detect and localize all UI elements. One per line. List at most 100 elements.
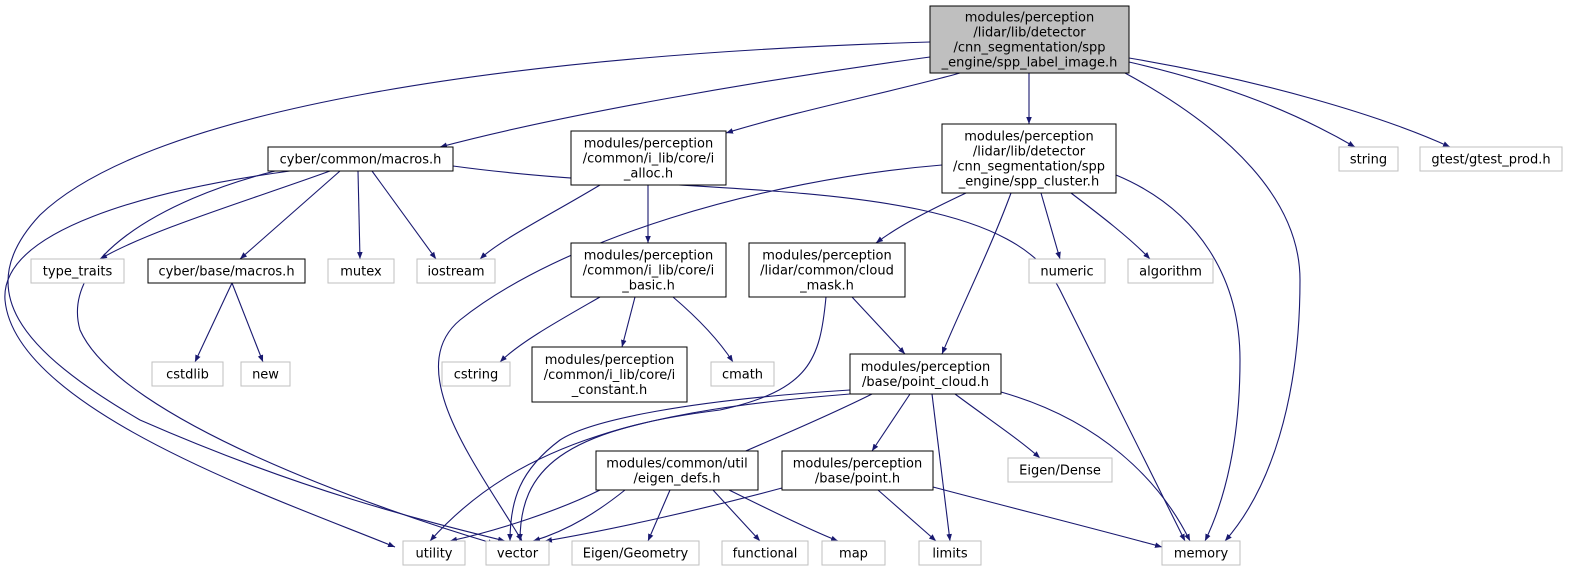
node-label-line: /common/i_lib/core/i — [544, 368, 676, 383]
node-box — [1028, 258, 1106, 284]
node-box — [570, 130, 727, 186]
node-box — [1127, 258, 1214, 284]
node-point_cloud[interactable]: modules/perception/base/point_cloud.h — [849, 353, 1002, 395]
edge-root-to-memory — [1124, 72, 1301, 542]
nodes-layer: modules/perception/lidar/lib/detector/cn… — [30, 5, 1563, 566]
node-eigen_defs[interactable]: modules/common/util/eigen_defs.h — [595, 450, 759, 491]
edge-spp_cluster-to-algorithm — [1070, 192, 1151, 260]
node-label-line: /common/i_lib/core/i — [583, 264, 715, 279]
edge-i_basic-to-cmath — [672, 296, 734, 363]
node-label-line: cyber/common/macros.h — [280, 153, 442, 168]
node-box — [710, 361, 775, 387]
node-box — [1419, 146, 1563, 172]
edge-eigen_defs-to-vector — [532, 489, 626, 542]
node-box — [849, 353, 1002, 395]
edge-root-to-cyber_common_macros — [439, 56, 931, 148]
node-box — [240, 361, 291, 387]
node-root[interactable]: modules/perception/lidar/lib/detector/cn… — [929, 5, 1130, 74]
node-box — [1338, 146, 1399, 172]
node-iostream: iostream — [416, 258, 496, 284]
node-box — [441, 361, 511, 387]
node-label-line: functional — [733, 547, 798, 562]
edge-point_cloud-to-utility — [429, 393, 851, 542]
node-box — [402, 540, 466, 566]
node-cyber_common_macros[interactable]: cyber/common/macros.h — [267, 146, 454, 172]
node-box — [327, 258, 395, 284]
node-utility: utility — [402, 540, 466, 566]
node-label-line: cmath — [722, 368, 763, 383]
node-label-line: limits — [932, 547, 968, 562]
node-box — [416, 258, 496, 284]
node-box — [267, 146, 454, 172]
node-label-line: mutex — [340, 265, 382, 280]
node-label-line: modules/perception — [965, 11, 1094, 26]
edge-i_alloc-to-iostream — [479, 184, 601, 260]
node-label-line: _alloc.h — [623, 167, 673, 182]
node-box — [918, 540, 982, 566]
edge-cyber_base_macros-to-new — [231, 282, 264, 363]
node-eigen_dense: Eigen/Dense — [1007, 457, 1113, 483]
edge-point_cloud-to-vector — [507, 389, 851, 542]
node-i_constant[interactable]: modules/perception/common/i_lib/core/i_c… — [531, 346, 688, 403]
node-label-line: vector — [497, 547, 539, 562]
edge-root-to-vector — [7, 41, 931, 543]
node-i_alloc[interactable]: modules/perception/common/i_lib/core/i_a… — [570, 130, 727, 186]
edge-point_cloud-to-memory — [1000, 391, 1191, 542]
edge-point-to-limits — [877, 489, 937, 542]
edge-spp_cluster-to-vector — [438, 164, 943, 542]
edge-i_basic-to-cstring — [499, 296, 601, 363]
node-label-line: cstring — [454, 368, 498, 383]
node-label-line: /cnn_segmentation/spp — [953, 160, 1105, 175]
node-box — [595, 450, 759, 491]
node-functional: functional — [721, 540, 809, 566]
node-label-line: type_traits — [43, 265, 113, 280]
node-eigen_geometry: Eigen/Geometry — [571, 540, 700, 566]
node-box — [151, 361, 224, 387]
node-box — [748, 242, 906, 298]
node-label-line: new — [252, 368, 279, 383]
node-label-line: _constant.h — [571, 383, 647, 398]
node-label-line: Eigen/Dense — [1019, 464, 1101, 479]
node-box — [485, 540, 550, 566]
node-label-line: /base/point.h — [815, 472, 900, 487]
node-cyber_base_macros[interactable]: cyber/base/macros.h — [147, 258, 306, 284]
node-label-line: _mask.h — [799, 279, 854, 294]
node-label-line: /cnn_segmentation/spp — [953, 41, 1105, 56]
node-box — [570, 242, 727, 298]
node-limits: limits — [918, 540, 982, 566]
node-string: string — [1338, 146, 1399, 172]
node-label-line: modules/perception — [861, 360, 990, 375]
node-map: map — [821, 540, 886, 566]
node-label-line: modules/perception — [793, 457, 922, 472]
node-label-line: _basic.h — [621, 279, 675, 294]
node-label-line: Eigen/Geometry — [583, 547, 689, 562]
node-cloud_mask[interactable]: modules/perception/lidar/common/cloud_ma… — [748, 242, 906, 298]
node-label-line: memory — [1174, 547, 1229, 562]
node-i_basic[interactable]: modules/perception/common/i_lib/core/i_b… — [570, 242, 727, 298]
node-box — [821, 540, 886, 566]
node-label-line: /lidar/common/cloud — [760, 264, 894, 279]
node-spp_cluster[interactable]: modules/perception/lidar/lib/detector/cn… — [941, 123, 1117, 194]
node-label-line: iostream — [427, 265, 484, 280]
edge-root-to-i_alloc — [725, 72, 961, 134]
node-point[interactable]: modules/perception/base/point.h — [781, 450, 934, 491]
node-label-line: algorithm — [1139, 265, 1202, 280]
node-algorithm: algorithm — [1127, 258, 1214, 284]
edge-cyber_common_macros-to-utility — [4, 170, 396, 548]
node-label-line: modules/common/util — [606, 457, 747, 472]
node-label-line: gtest/gtest_prod.h — [1431, 153, 1550, 168]
node-type_traits: type_traits — [30, 258, 125, 284]
node-cstdlib: cstdlib — [151, 361, 224, 387]
edge-cyber_common_macros-to-vector — [77, 170, 496, 545]
edge-eigen_defs-to-utility — [449, 489, 601, 543]
node-label-line: /common/i_lib/core/i — [583, 152, 715, 167]
edge-root-to-gtest_prod — [1128, 57, 1451, 148]
node-box — [1007, 457, 1113, 483]
node-label-line: /lidar/lib/detector — [973, 26, 1086, 41]
edge-cloud_mask-to-point_cloud — [851, 296, 906, 355]
edge-point_cloud-to-limits — [931, 393, 952, 542]
node-label-line: modules/perception — [545, 353, 674, 368]
node-box — [941, 123, 1117, 194]
node-box — [147, 258, 306, 284]
